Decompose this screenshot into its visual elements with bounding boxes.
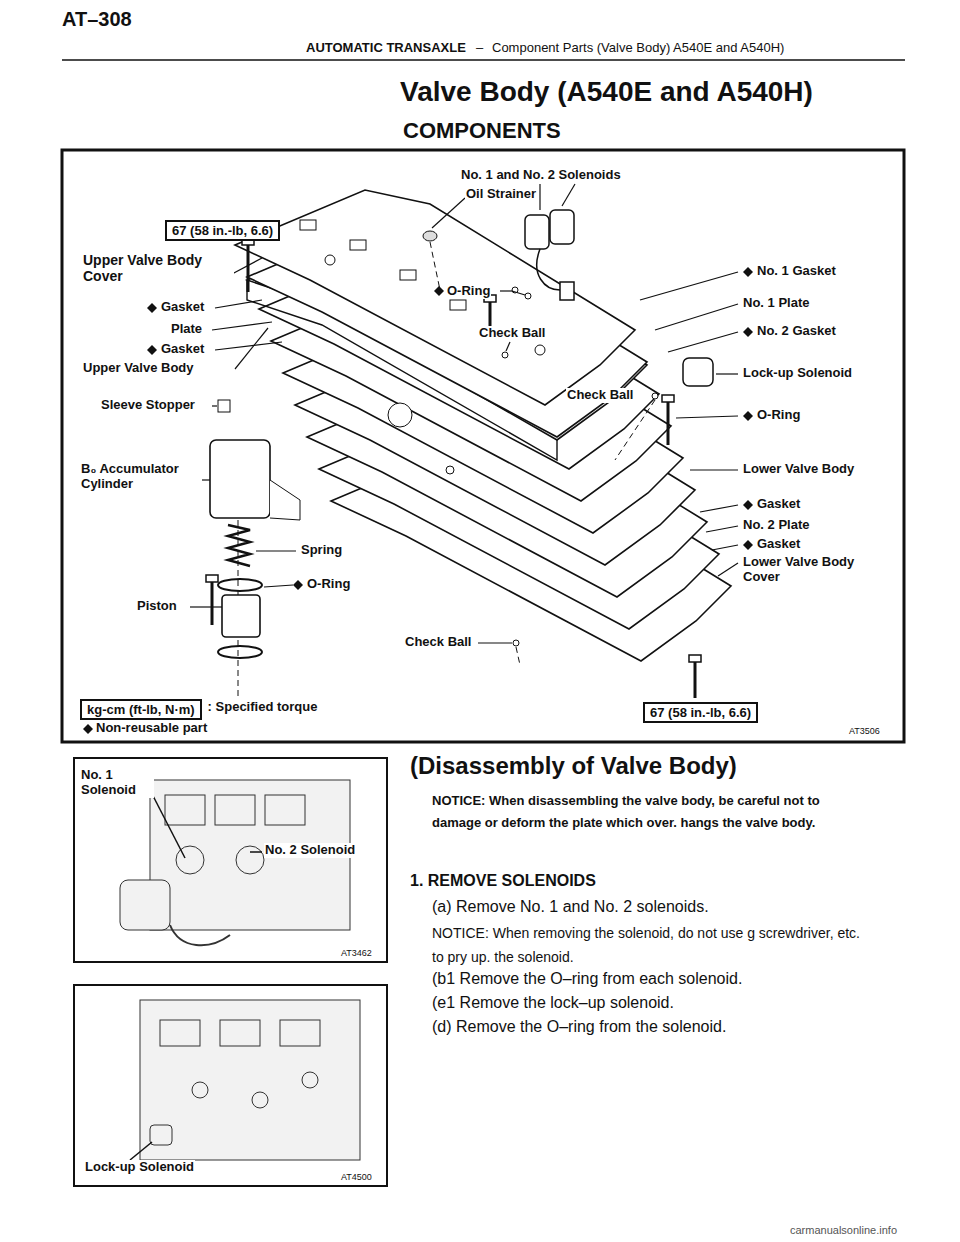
legend-text: Non-reusable part [96,721,207,736]
part-name: Check Ball [566,388,634,403]
step-text: (e1 Remove the lock–up solenoid. [432,994,674,1012]
part-name: No. 2 Solenoid [264,843,356,858]
torque-value: kg-cm (ft-lb, N·m) [87,702,195,717]
part-name: Spring [300,543,343,558]
part-name: No. 1 Gasket [756,264,837,279]
step-text: (b1 Remove the O–ring from each solenoid… [432,970,742,988]
part-name: Sleeve Stopper [100,398,196,413]
step-text: (a) Remove No. 1 and No. 2 solenoids. [432,898,709,916]
part-name: No. 1 and No. 2 Solenoids [460,168,622,183]
separator: – [476,41,483,56]
part-name: O-Ring [446,284,491,299]
part-name: Gasket [160,300,205,315]
part-name: B₀ Accumulator Cylinder [80,462,202,492]
watermark: carmanualsonline.info [790,1224,897,1237]
step-text: (d) Remove the O–ring from the solenoid. [432,1018,726,1036]
torque-box: 67 (58 in.-lb, 6.6) [643,702,758,723]
part-name: No. 1 Plate [742,296,810,311]
part-name: Upper Valve Body [82,361,195,376]
part-name: Upper Valve Body Cover [82,252,234,284]
part-name: Lock-up Solenoid [84,1160,195,1175]
section-subtitle: Component Parts (Valve Body) A540E and A… [492,41,784,56]
part-name: Lock-up Solenoid [742,366,853,381]
part-name: Piston [136,599,178,614]
part-name: Gasket [756,537,801,552]
torque-value: 67 (58 in.-lb, 6.6) [650,705,751,720]
part-name: No. 1 Solenoid [80,768,154,798]
part-name: Check Ball [404,635,472,650]
subsection-heading: (Disassembly of Valve Body) [410,752,737,780]
part-name: Lower Valve Body Cover [742,555,884,585]
part-name: O-Ring [306,577,351,592]
page-title: Valve Body (A540E and A540H) [400,76,813,108]
part-name: Oil Strainer [465,187,537,202]
part-name: Gasket [756,497,801,512]
part-name: Plate [170,322,203,337]
section-name: AUTOMATIC TRANSAXLE [306,41,466,56]
figure-code: AT3462 [340,948,373,958]
part-name: Check Ball [478,326,546,341]
legend-text: : Specified torque [208,700,318,715]
section-heading: COMPONENTS [403,118,561,143]
figure-code: AT4500 [340,1172,373,1182]
torque-legend-box: kg-cm (ft-lb, N·m) [80,699,202,720]
figure-code: AT3506 [848,726,881,736]
page-number: AT–308 [62,8,132,31]
torque-box: 67 (58 in.-lb, 6.6) [165,220,280,241]
part-name: Lower Valve Body [742,462,855,477]
step-heading: 1. REMOVE SOLENOIDS [410,872,596,890]
torque-value: 67 (58 in.-lb, 6.6) [172,223,273,238]
notice-text: NOTICE: When removing the solenoid, do n… [432,922,872,970]
part-name: Gasket [160,342,205,357]
part-name: O-Ring [756,408,801,423]
part-name: No. 2 Gasket [756,324,837,339]
part-name: No. 2 Plate [742,518,810,533]
notice-text: NOTICE: When disassembling the valve bod… [432,790,872,834]
